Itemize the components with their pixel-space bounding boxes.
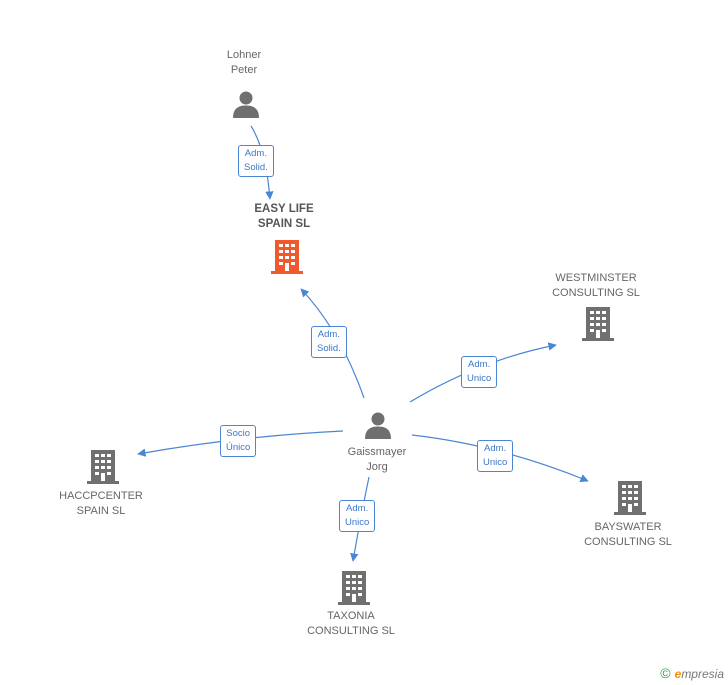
brand-logo: empresia	[674, 667, 724, 681]
node-easy-life-label: EASY LIFE SPAIN SL	[254, 203, 314, 230]
building-icon[interactable]	[582, 306, 614, 341]
node-gaissmayer-label: Gaissmayer Jorg	[347, 446, 407, 473]
edge-label-lohner-easylife[interactable]: Adm. Solid.	[238, 145, 274, 177]
building-icon[interactable]	[614, 480, 646, 515]
edge-label-gaissmayer-easylife[interactable]: Adm. Solid.	[311, 326, 347, 358]
edge-label-gaissmayer-haccp[interactable]: Socio Único	[220, 425, 257, 457]
edge-label-gaissmayer-bayswater[interactable]: Adm. Unico	[477, 440, 514, 472]
edge-label-gaissmayer-taxonia[interactable]: Adm. Unico	[339, 500, 376, 532]
building-icon[interactable]	[87, 449, 119, 484]
person-icon[interactable]	[363, 410, 393, 440]
node-taxonia-label: TAXONIA CONSULTING SL	[307, 610, 395, 637]
copyright-watermark: ©empresia	[660, 665, 724, 681]
node-westminster-label: WESTMINSTER CONSULTING SL	[552, 272, 640, 299]
copyright-symbol: ©	[660, 665, 671, 681]
edge-label-gaissmayer-westminster[interactable]: Adm. Unico	[461, 356, 498, 388]
person-icon[interactable]	[231, 89, 261, 119]
node-haccpcenter-label: HACCPCENTER SPAIN SL	[59, 490, 143, 517]
building-icon[interactable]	[338, 570, 370, 605]
node-lohner-peter-label: Lohner Peter	[226, 49, 262, 76]
building-icon[interactable]	[271, 239, 303, 274]
node-bayswater-label: BAYSWATER CONSULTING SL	[584, 521, 672, 548]
